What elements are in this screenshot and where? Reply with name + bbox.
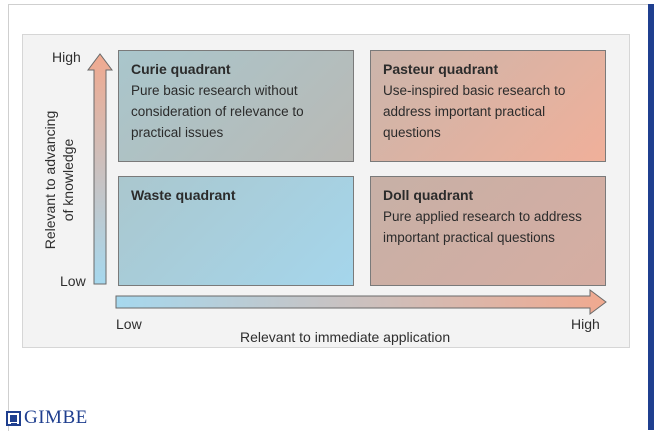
quadrant-title: Pasteur quadrant <box>383 61 499 77</box>
quadrant-description: Use-inspired basic research to address i… <box>383 83 566 140</box>
gimbe-logo-text: GIMBE <box>24 407 88 428</box>
y-axis-high-label: High <box>52 49 81 65</box>
x-axis-high-label: High <box>571 316 600 332</box>
x-axis-title: Relevant to immediate application <box>240 329 451 345</box>
slide-right-bar <box>648 4 654 430</box>
gimbe-logo: GIMBE <box>6 407 88 428</box>
y-axis-title: Relevant to advancing of knowledge <box>36 80 82 280</box>
quadrant-title: Curie quadrant <box>131 61 231 77</box>
waste-quadrant: Waste quadrant <box>118 176 354 286</box>
curie-quadrant: Curie quadrant Pure basic research witho… <box>118 50 354 162</box>
y-axis-title-line1: Relevant to advancing <box>42 110 58 250</box>
quadrant-description: Pure applied research to address importa… <box>383 209 582 245</box>
pasteur-quadrant: Pasteur quadrant Use-inspired basic rese… <box>370 50 606 162</box>
x-axis-arrow <box>115 289 607 315</box>
y-axis-title-line2: of knowledge <box>60 138 76 222</box>
quadrant-title: Waste quadrant <box>131 187 236 203</box>
y-axis-low-label: Low <box>60 273 86 289</box>
quadrant-description: Pure basic research without consideratio… <box>131 83 304 140</box>
doll-quadrant: Doll quadrant Pure applied research to a… <box>370 176 606 286</box>
gimbe-logo-icon <box>6 410 21 426</box>
y-axis-arrow <box>87 53 113 285</box>
x-axis-low-label: Low <box>116 316 142 332</box>
quadrant-title: Doll quadrant <box>383 187 474 203</box>
